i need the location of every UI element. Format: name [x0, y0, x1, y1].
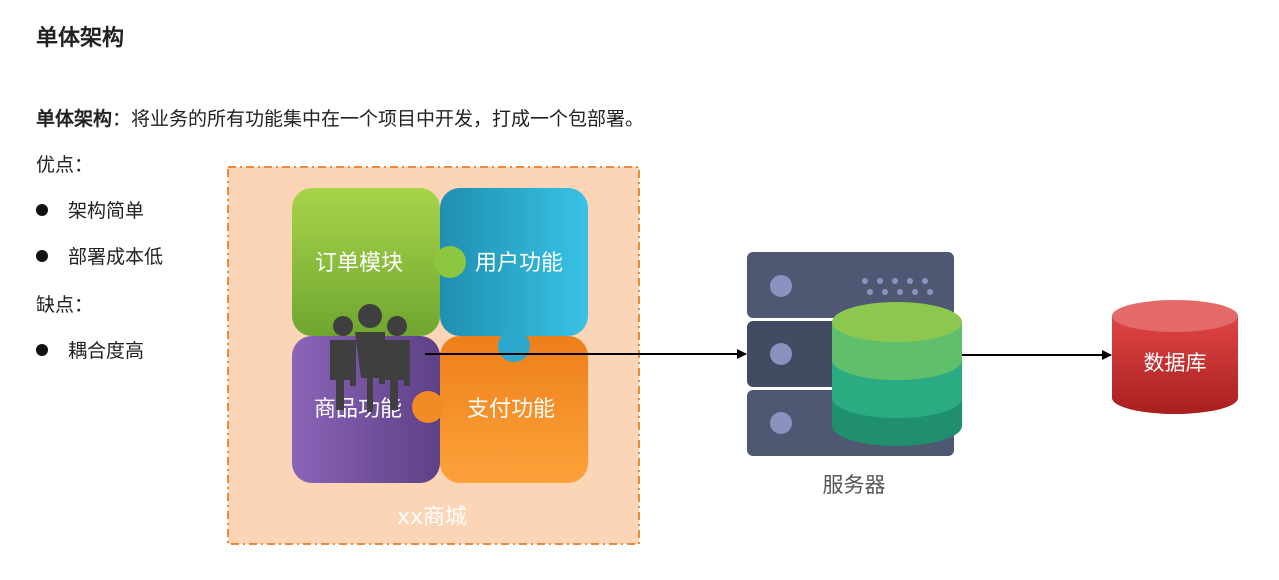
intro-paragraph: 单体架构：将业务的所有功能集中在一个项目中开发，打成一个包部署。	[36, 104, 644, 131]
order-tab	[434, 246, 466, 278]
user-tab	[498, 330, 530, 362]
team-people-icon	[330, 304, 410, 412]
module-payment-piece	[440, 336, 588, 483]
module-payment-label: 支付功能	[467, 397, 555, 422]
server-label: 服务器	[823, 473, 886, 497]
mall-container-label: xx商城	[397, 505, 467, 530]
intro-term: 单体架构	[36, 108, 113, 130]
pros-item-label: 架构简单	[68, 200, 145, 222]
module-product-label: 商品功能	[314, 397, 402, 422]
database-icon	[1112, 300, 1238, 414]
module-user-piece	[440, 188, 588, 336]
module-user-label: 用户功能	[475, 251, 563, 276]
cons-title: 缺点：	[36, 294, 94, 316]
pros-item: 部署成本低	[36, 242, 163, 269]
bullet-dot-icon	[36, 203, 48, 216]
module-order-label: 订单模块	[315, 251, 403, 276]
server-database-icon	[832, 302, 962, 446]
bullet-dot-icon	[36, 343, 48, 356]
database-label: 数据库	[1144, 351, 1207, 375]
pros-item: 架构简单	[36, 196, 144, 223]
cons-item-label: 耦合度高	[68, 340, 145, 362]
cons-item: 耦合度高	[36, 336, 144, 363]
pros-item-label: 部署成本低	[68, 246, 164, 268]
module-order-piece	[292, 188, 440, 336]
pros-title: 优点：	[36, 154, 94, 176]
page-title: 单体架构	[36, 26, 125, 51]
intro-text: ：将业务的所有功能集中在一个项目中开发，打成一个包部署。	[112, 108, 645, 130]
bullet-dot-icon	[36, 249, 48, 262]
payment-tab	[412, 391, 444, 423]
